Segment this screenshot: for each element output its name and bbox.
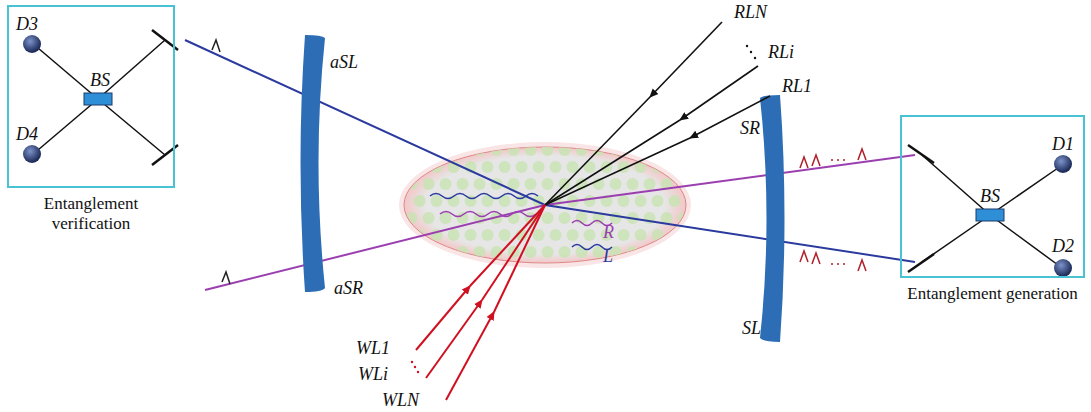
symbol-label: L [603, 246, 613, 266]
box-caption: Entanglement generation [896, 284, 1089, 304]
symbol-label: RLN [734, 2, 767, 22]
symbol-label: D2 [1052, 236, 1074, 256]
symbol-label: WLN [382, 390, 419, 410]
symbol-label: D3 [16, 14, 38, 34]
symbol-label: D1 [1052, 134, 1074, 154]
symbol-label: aSL [330, 52, 358, 72]
symbol-label: WL1 [356, 338, 390, 358]
symbol-label: R [603, 222, 614, 242]
symbol-label: SR [740, 118, 760, 138]
box-caption: Entanglement verification [3, 194, 179, 234]
symbol-label: aSR [334, 278, 363, 298]
symbol-label: RLi [768, 42, 794, 62]
symbol-label: BS [90, 70, 110, 90]
symbol-label: WLi [358, 364, 388, 384]
symbol-label: SL [742, 318, 761, 338]
symbol-label: D4 [16, 124, 38, 144]
symbol-label: BS [980, 186, 1000, 206]
symbol-label: RL1 [782, 76, 812, 96]
